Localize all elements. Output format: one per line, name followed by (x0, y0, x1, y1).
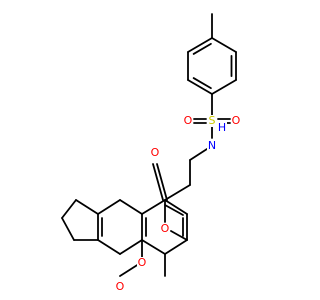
bond-t6-t1 (187, 37, 213, 53)
atom-label-bg (231, 115, 241, 127)
bond-aromatic-1 (164, 239, 188, 255)
bond-aromatic-5 (164, 199, 188, 215)
bond-C=O-b (156, 163, 168, 201)
bond-cp-2 (61, 199, 77, 219)
atom-label-bg (207, 115, 217, 127)
atom-label-H-n: H (218, 121, 226, 134)
bond-pyran-1 (119, 239, 143, 255)
bond-aromatic-4 (141, 199, 166, 215)
bond-t1-t2 (211, 37, 237, 53)
atom-label-bg (217, 122, 227, 134)
bond-aromatic-inner-2 (164, 204, 184, 216)
bond-O-aryl (170, 230, 188, 241)
bond-layer (61, 13, 237, 277)
bond-t4-t5-second (192, 77, 212, 90)
bond-CH2-carbonyl (164, 184, 191, 201)
atom-label-O-ring: O (138, 256, 147, 269)
bond-C=O-a (152, 163, 164, 201)
atom-label-bg (115, 281, 125, 293)
bond-pyran-5 (119, 199, 143, 215)
atom-label-O-ester: O (161, 222, 170, 235)
bond-N-CH2 (189, 148, 208, 161)
atom-label-O-s-left: O (184, 114, 193, 127)
bond-t3-t4 (211, 79, 237, 95)
atom-label-N: N (208, 139, 216, 152)
atom-label-S: S (209, 114, 216, 127)
atom-label-bg (137, 257, 147, 269)
atom-label-bg (160, 223, 170, 235)
bond-pyran-2 (97, 239, 121, 255)
atom-label-O-s-right: O (232, 114, 241, 127)
bond-cp-1 (75, 199, 99, 215)
bond-t6-t1-second (192, 42, 212, 55)
atom-label-bg (150, 147, 160, 159)
bond-pyran-4 (97, 199, 121, 215)
bond-aromatic-2 (141, 239, 166, 255)
atom-label-bg (207, 140, 217, 152)
atom-label-O-carbonyl-ring: O (116, 280, 125, 293)
bond-t4-t5 (187, 79, 213, 95)
atom-label-O-carbonyl-ester: O (151, 146, 160, 159)
bond-cp-3 (61, 217, 75, 241)
atom-label-bg (183, 115, 193, 127)
